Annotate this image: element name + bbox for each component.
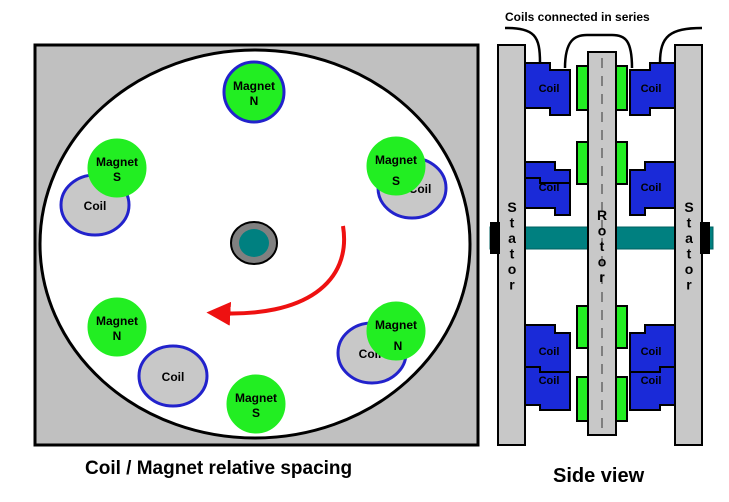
coil-label: Coil: [641, 83, 662, 95]
series-label: Coils connected in series: [505, 10, 650, 24]
front-view: Coil Coil Coil Coil Magnet N Magnet S Ma…: [33, 43, 480, 447]
magnet-label: Magnet: [96, 314, 138, 328]
coil-label: Coil: [539, 346, 560, 358]
left-caption: Coil / Magnet relative spacing: [85, 458, 353, 479]
coil: Coil: [137, 344, 209, 408]
magnet: Magnet N: [222, 60, 286, 124]
magnet-label: Magnet: [375, 153, 417, 167]
coil-label: Coil: [539, 375, 560, 387]
coil-label: Coil: [539, 83, 560, 95]
magnet-label: Magnet: [233, 79, 275, 93]
series-wires: [504, 26, 703, 69]
magnet-pole: N: [113, 329, 122, 343]
coil-label: Coil: [641, 346, 662, 358]
magnet: Magnet S: [366, 136, 426, 196]
magnet-pole: S: [392, 174, 400, 188]
magnet-pole: S: [252, 406, 260, 420]
coil-blocks-left: [524, 62, 571, 411]
side-view: Coil Coil Coil Coil Coil Coil Coil Coil …: [489, 10, 714, 446]
coil-label: Coil: [539, 182, 560, 194]
coil-labels: Coil Coil Coil Coil Coil Coil Coil Coil: [539, 83, 662, 387]
magnet: Magnet S: [87, 138, 147, 198]
stator-right: [674, 44, 703, 446]
magnet: Magnet N: [87, 297, 147, 357]
coil-label: Coil: [641, 182, 662, 194]
magnet-pole: N: [394, 339, 403, 353]
rotation-arrow: [206, 225, 347, 326]
coil-label: Coil: [84, 199, 107, 213]
magnet: Magnet N: [366, 301, 426, 361]
magnet-label: Magnet: [375, 318, 417, 332]
rotor-magnets: [576, 65, 628, 422]
coil-label: Coil: [162, 370, 185, 384]
magnet-label: Magnet: [235, 391, 277, 405]
coil-blocks-right: [629, 62, 676, 411]
magnet-label: Magnet: [96, 155, 138, 169]
magnet-pole: S: [113, 170, 121, 184]
magnet: Magnet S: [226, 374, 286, 434]
coil-label: Coil: [641, 375, 662, 387]
right-caption: Side view: [553, 465, 645, 487]
center-shaft: [230, 221, 278, 265]
magnet-pole: N: [250, 94, 259, 108]
